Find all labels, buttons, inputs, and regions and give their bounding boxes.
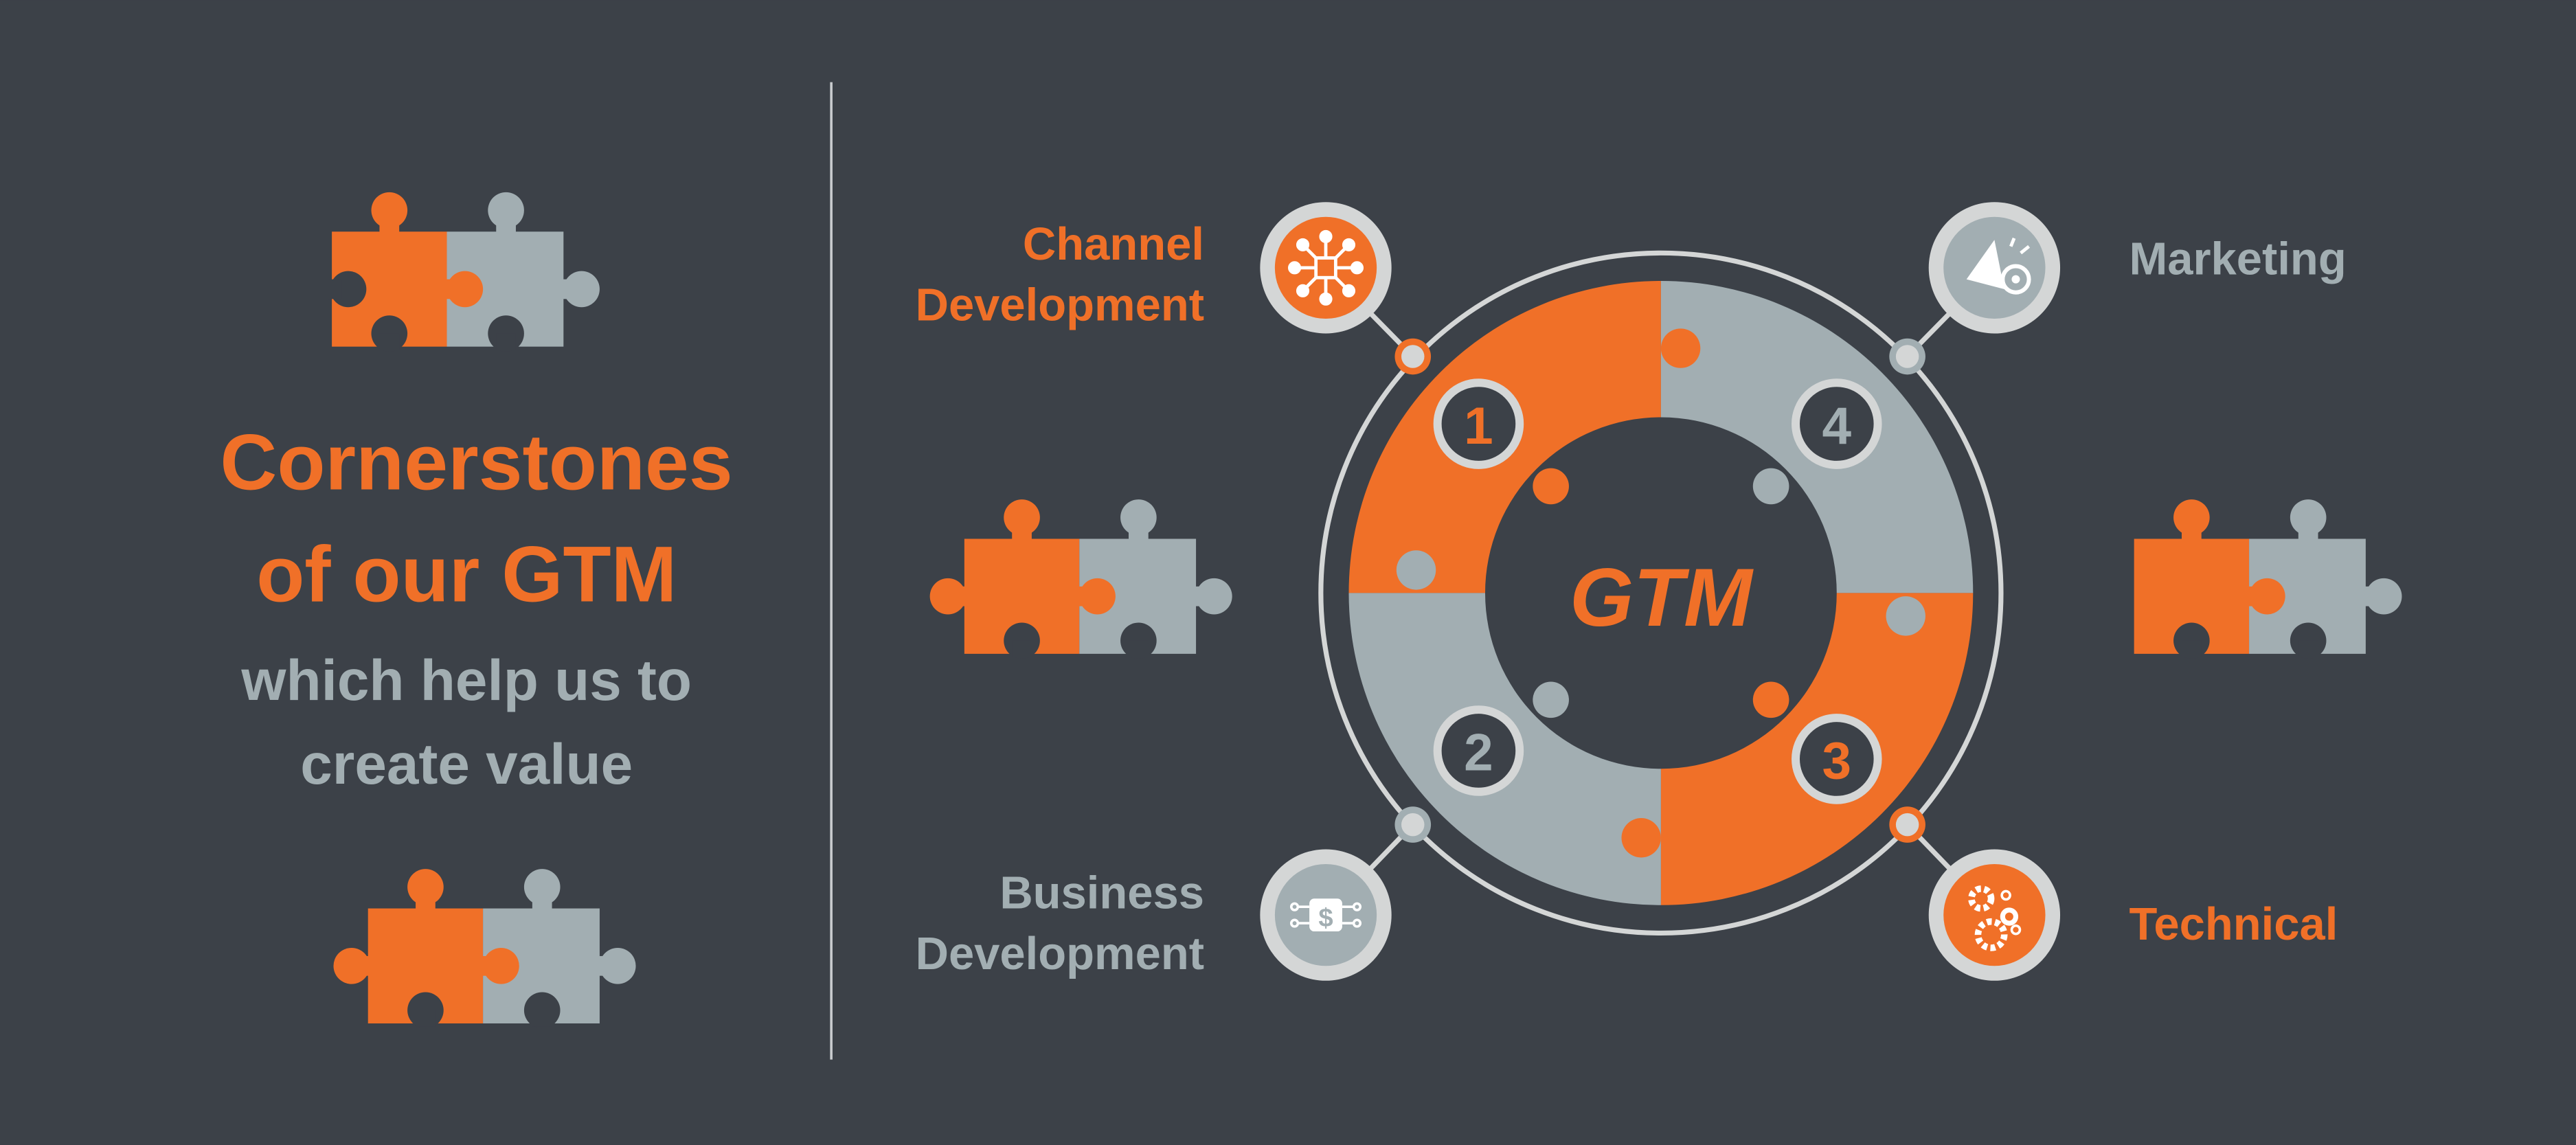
puzzle-icon-bottom [333, 869, 636, 1029]
title-line-1: Cornerstones [220, 419, 732, 507]
step-badge-3: 3 [1792, 714, 1882, 804]
gears-icon [1928, 849, 2061, 981]
dollar-circuit-icon: $ [1260, 849, 1392, 981]
outer-ring [1318, 250, 2004, 936]
label-channel-line-1: Channel [1023, 218, 1204, 270]
label-channel-line-2: Development [916, 279, 1204, 330]
svg-text:4: 4 [1822, 397, 1852, 455]
step-badge-2: 2 [1433, 705, 1524, 796]
label-technical: Technical [2129, 898, 2338, 950]
step-badge-1: 1 [1433, 378, 1524, 469]
step-badge-4: 4 [1792, 378, 1882, 469]
svg-text:1: 1 [1464, 397, 1493, 455]
network-hub-icon [1260, 202, 1392, 334]
puzzle-icon-middle-left [929, 499, 1232, 659]
center-label: GTM [1570, 552, 1754, 644]
svg-text:3: 3 [1822, 732, 1852, 791]
subtitle-line-2: create value [300, 732, 633, 796]
connector-dots [1394, 338, 1925, 843]
puzzle-icon-top [328, 192, 600, 352]
label-marketing: Marketing [2129, 233, 2346, 284]
label-business-line-2: Development [916, 928, 1204, 979]
label-business-line-1: Business [999, 868, 1204, 919]
subtitle-line-1: which help us to [240, 648, 692, 712]
svg-text:$: $ [1318, 903, 1333, 933]
megaphone-target-icon [1928, 202, 2061, 334]
title-line-2: of our GTM [256, 530, 677, 618]
svg-text:2: 2 [1464, 724, 1493, 782]
